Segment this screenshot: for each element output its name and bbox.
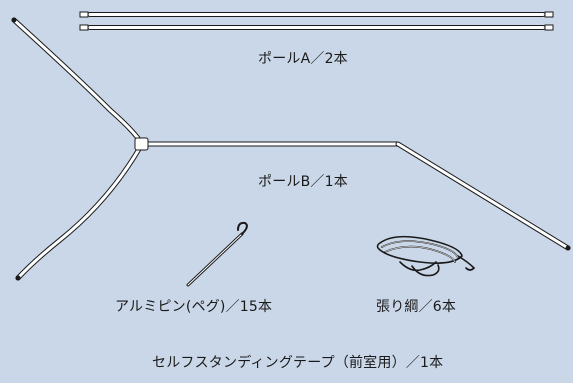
pole-a-bottom bbox=[79, 24, 554, 31]
pole-a-label: ポールA／2本 bbox=[258, 51, 348, 67]
pegs-label: アルミピン(ペグ)／15本 bbox=[115, 299, 273, 315]
pole-b-label: ポールB／1本 bbox=[258, 174, 348, 190]
self-standing-tape-label: セルフスタンディングテープ（前室用）／1本 bbox=[152, 355, 444, 371]
guy-rope-label: 張り綱／6本 bbox=[376, 299, 457, 315]
pole-a-top bbox=[79, 11, 554, 18]
